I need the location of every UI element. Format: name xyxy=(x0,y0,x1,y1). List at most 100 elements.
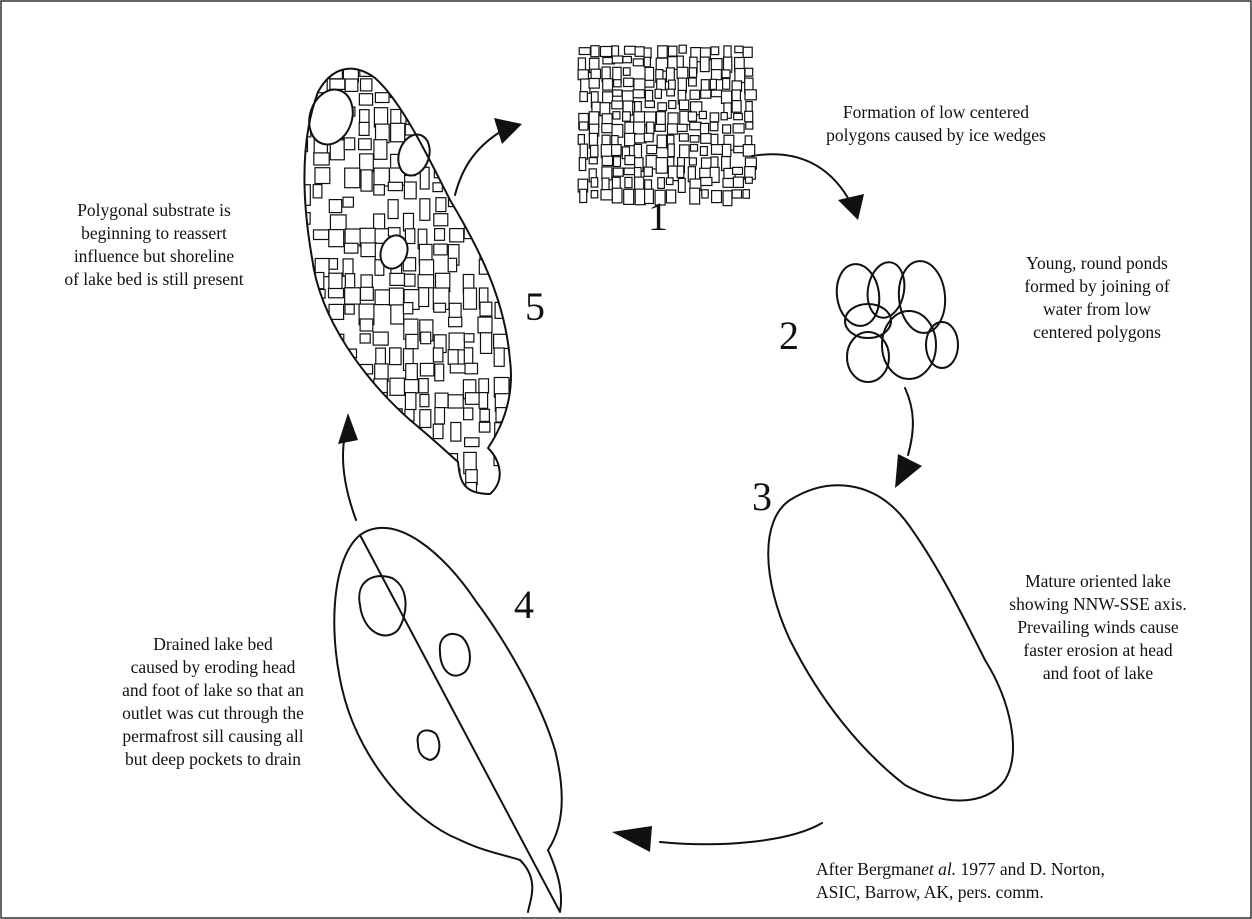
polygon-cell xyxy=(510,274,520,289)
polygon-cell xyxy=(299,498,311,507)
polygon-cell xyxy=(390,348,402,365)
polygon-cell xyxy=(494,199,508,212)
polygon-cell xyxy=(579,48,590,55)
polygon-cell xyxy=(313,185,322,198)
polygon-cell xyxy=(589,158,597,164)
polygon-cell xyxy=(690,188,700,204)
polygon-cell xyxy=(329,289,344,298)
polygon-cell xyxy=(733,167,743,174)
polygon-cell xyxy=(679,45,686,53)
polygon-cell xyxy=(613,168,623,176)
polygon-cell xyxy=(300,94,311,110)
polygon-cell xyxy=(677,166,684,178)
polygon-cell xyxy=(612,101,623,109)
polygon-cell xyxy=(480,197,494,208)
polygon-cell xyxy=(591,46,599,57)
polygon-cell xyxy=(345,79,358,91)
polygon-cell xyxy=(509,333,524,342)
polygon-cell xyxy=(465,80,478,97)
polygon-cell xyxy=(591,178,598,187)
polygon-cell xyxy=(403,303,412,314)
polygon-cell xyxy=(658,46,668,58)
polygon-cell xyxy=(479,422,490,432)
polygon-cell xyxy=(300,392,312,402)
polygon-cell xyxy=(433,424,443,438)
polygon-cell xyxy=(448,258,456,271)
polygon-cell xyxy=(511,109,521,120)
arrow-1-to-2 xyxy=(752,154,848,198)
polygon-cell xyxy=(746,102,752,113)
polygon-cell xyxy=(624,189,634,204)
polygon-cell xyxy=(668,124,678,134)
polygon-cell xyxy=(689,158,696,165)
polygon-cell xyxy=(722,144,730,156)
polygon-cell xyxy=(647,145,657,153)
stage-1-polygon-grid xyxy=(578,45,756,205)
polygon-cell xyxy=(702,190,708,198)
polygon-cell xyxy=(375,93,389,103)
stage-1-caption: Formation of low centered polygons cause… xyxy=(786,101,1086,147)
polygon-cell xyxy=(712,145,723,155)
polygon-cell xyxy=(346,378,359,400)
polygon-cell xyxy=(299,243,307,256)
polygon-cell xyxy=(677,67,688,78)
stage-5-caption: Polygonal substrate is beginning to reas… xyxy=(22,199,286,291)
polygon-cell xyxy=(419,379,428,393)
polygon-cell xyxy=(591,145,598,157)
polygon-cell xyxy=(465,167,474,183)
polygon-cell xyxy=(479,379,489,393)
polygon-cell xyxy=(478,317,492,333)
polygon-cell xyxy=(511,349,525,371)
polygon-cell xyxy=(313,423,328,441)
polygon-cell xyxy=(495,78,506,86)
polygon-cell xyxy=(375,437,385,459)
polygon-cell xyxy=(300,257,312,267)
polygon-cell xyxy=(301,408,313,421)
polygon-cell xyxy=(420,452,431,471)
polygon-cell xyxy=(733,124,744,133)
polygon-cell xyxy=(299,379,309,401)
polygon-cell xyxy=(711,90,722,97)
polygon-cell xyxy=(404,182,416,199)
citation-line-1: After Bergmanet al. 1977 and D. Norton, xyxy=(816,858,1105,881)
stage-2-caption-line: formed by joining of xyxy=(962,275,1232,298)
polygon-cell xyxy=(343,197,353,207)
polygon-cell xyxy=(359,139,372,150)
polygon-cell xyxy=(746,177,753,183)
polygon-cell xyxy=(625,46,636,54)
polygon-cell xyxy=(314,230,329,240)
polygon-cell xyxy=(657,112,666,126)
polygon-cell xyxy=(360,395,370,404)
polygon-cell xyxy=(591,191,598,198)
polygon-cell xyxy=(344,395,357,404)
polygon-cell xyxy=(375,499,386,520)
polygon-cell xyxy=(743,190,749,199)
polygon-cell xyxy=(579,158,585,171)
polygon-cell xyxy=(612,145,622,156)
polygon-cell xyxy=(481,78,495,95)
polygon-cell xyxy=(710,113,719,122)
polygon-cell xyxy=(358,484,368,501)
polygon-cell xyxy=(405,274,416,286)
polygon-cell xyxy=(745,90,756,100)
polygon-cell xyxy=(711,134,718,144)
polygon-cell xyxy=(510,499,521,514)
polygon-cell xyxy=(449,317,462,326)
polygon-cell xyxy=(463,94,476,112)
polygon-cell xyxy=(701,90,711,98)
stage-5-reasserting-substrate xyxy=(298,62,525,520)
polygon-cell xyxy=(344,138,355,150)
polygon-cell xyxy=(603,92,613,103)
polygon-cell xyxy=(464,348,472,364)
polygon-cell xyxy=(465,393,480,405)
stage-4-caption: Drained lake bed caused by eroding head … xyxy=(78,633,348,771)
polygon-cell xyxy=(480,302,492,316)
arrow-3-to-4 xyxy=(660,823,822,844)
polygon-cell xyxy=(434,214,448,226)
stage-3-caption-line: Mature oriented lake xyxy=(958,570,1238,593)
polygon-cell xyxy=(494,95,508,115)
polygon-cell xyxy=(331,482,345,500)
polygon-cell xyxy=(406,334,418,348)
polygon-cell xyxy=(300,318,315,339)
polygon-cell xyxy=(745,68,753,76)
